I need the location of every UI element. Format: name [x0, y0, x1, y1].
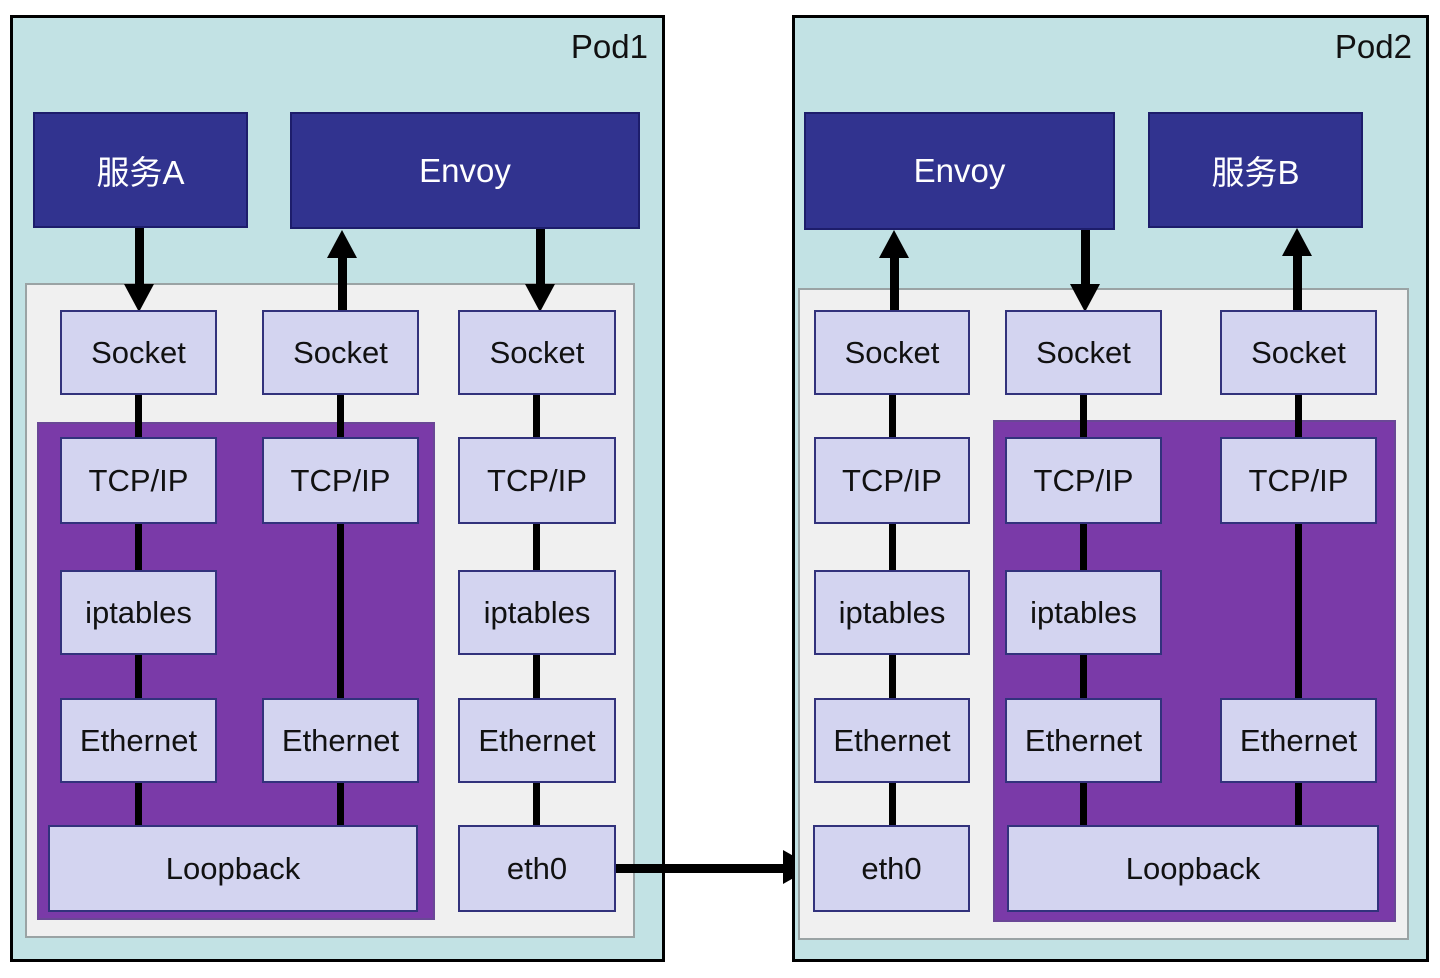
arrow-pod1-service-to-socket-head: [124, 284, 154, 312]
pod1-col3-connector-socket-tcpip: [533, 395, 540, 437]
pod1-col2-connector-ethernet-loopback: [337, 783, 344, 825]
pod2-col1-socket: Socket: [814, 310, 970, 395]
pod1-col2-tcpip: TCP/IP: [262, 437, 419, 524]
arrow-pod1-socket-to-envoy-shaft: [338, 254, 347, 310]
pod2-col3-connector-socket-tcpip: [1295, 395, 1302, 437]
pod2-col2-connector-iptables-ethernet: [1080, 655, 1087, 698]
pod1-service-a-box: 服务A: [33, 112, 248, 228]
pod2-envoy-box: Envoy: [804, 112, 1115, 230]
pod1-col1-connector-socket-tcpip: [135, 395, 142, 437]
arrow-pod2-socket-to-service-shaft: [1293, 252, 1302, 310]
pod2-col2-ethernet: Ethernet: [1005, 698, 1162, 783]
arrow-pod1-envoy-to-socket-head: [525, 284, 555, 312]
pod1-col3-iptables: iptables: [458, 570, 616, 655]
arrow-pod1-service-to-socket-shaft: [135, 228, 144, 288]
pod1-col2-connector-socket-tcpip: [337, 395, 344, 437]
pod2-label: Pod2: [1334, 28, 1412, 65]
pod1-envoy-box: Envoy: [290, 112, 640, 229]
pod2-col1-tcpip: TCP/IP: [814, 437, 970, 524]
arrow-pod2-socket-to-service-head: [1282, 228, 1312, 256]
pod1-col1-connector-tcpip-iptables: [135, 524, 142, 570]
pod1-col1-connector-iptables-ethernet: [135, 655, 142, 698]
pod2-col2-tcpip: TCP/IP: [1005, 437, 1162, 524]
pod2-col3-ethernet: Ethernet: [1220, 698, 1377, 783]
pod1-col3-tcpip: TCP/IP: [458, 437, 616, 524]
pod1-col1-connector-ethernet-loopback: [135, 783, 142, 825]
pod2-col1-connector-ethernet-eth0: [889, 783, 896, 825]
pod2-service-b-box: 服务B: [1148, 112, 1363, 228]
pod1-label: Pod1: [570, 28, 648, 65]
pod1-col2-connector-tcpip-ethernet: [337, 524, 344, 698]
pod2-col2-socket: Socket: [1005, 310, 1162, 395]
pod2-col3-socket: Socket: [1220, 310, 1377, 395]
pod2-col3-connector-ethernet-loopback: [1295, 783, 1302, 825]
pod2-col1-connector-socket-tcpip: [889, 395, 896, 437]
pod1-col1-socket: Socket: [60, 310, 217, 395]
pod1-col3-connector-iptables-ethernet: [533, 655, 540, 698]
pod2-col1-connector-tcpip-iptables: [889, 524, 896, 570]
pod1-col1-tcpip: TCP/IP: [60, 437, 217, 524]
pod2-col1-connector-iptables-ethernet: [889, 655, 896, 698]
pod2-col1-ethernet: Ethernet: [814, 698, 970, 783]
pod1-col1-iptables: iptables: [60, 570, 217, 655]
pod2-eth0: eth0: [813, 825, 970, 912]
pod2-loopback: Loopback: [1007, 825, 1379, 912]
pod1-loopback: Loopback: [48, 825, 418, 912]
pod1-col3-ethernet: Ethernet: [458, 698, 616, 783]
pod2-col2-connector-tcpip-iptables: [1080, 524, 1087, 570]
pod2-col3-tcpip: TCP/IP: [1220, 437, 1377, 524]
arrow-pod2-socket-to-envoy-head: [879, 230, 909, 258]
pod1-col2-socket: Socket: [262, 310, 419, 395]
arrow-pod1-envoy-to-socket-shaft: [536, 229, 545, 288]
pod2-col1-iptables: iptables: [814, 570, 970, 655]
pod2-col2-connector-socket-tcpip: [1080, 395, 1087, 437]
pod2-col2-connector-ethernet-loopback: [1080, 783, 1087, 825]
pod2-col2-iptables: iptables: [1005, 570, 1162, 655]
pod1-col2-ethernet: Ethernet: [262, 698, 419, 783]
pod1-eth0: eth0: [458, 825, 616, 912]
arrow-pod1-socket-to-envoy-head: [327, 230, 357, 258]
arrow-pod1-eth0-to-pod2-eth0-shaft: [616, 864, 786, 873]
pod1-col3-socket: Socket: [458, 310, 616, 395]
pod1-col3-connector-tcpip-iptables: [533, 524, 540, 570]
arrow-pod2-envoy-to-socket-head: [1070, 284, 1100, 312]
pod1-col3-connector-ethernet-eth0: [533, 783, 540, 825]
arrow-pod2-envoy-to-socket-shaft: [1081, 230, 1090, 288]
pod2-col3-connector-tcpip-ethernet: [1295, 524, 1302, 698]
pod1-col1-ethernet: Ethernet: [60, 698, 217, 783]
arrow-pod2-socket-to-envoy-shaft: [890, 254, 899, 310]
